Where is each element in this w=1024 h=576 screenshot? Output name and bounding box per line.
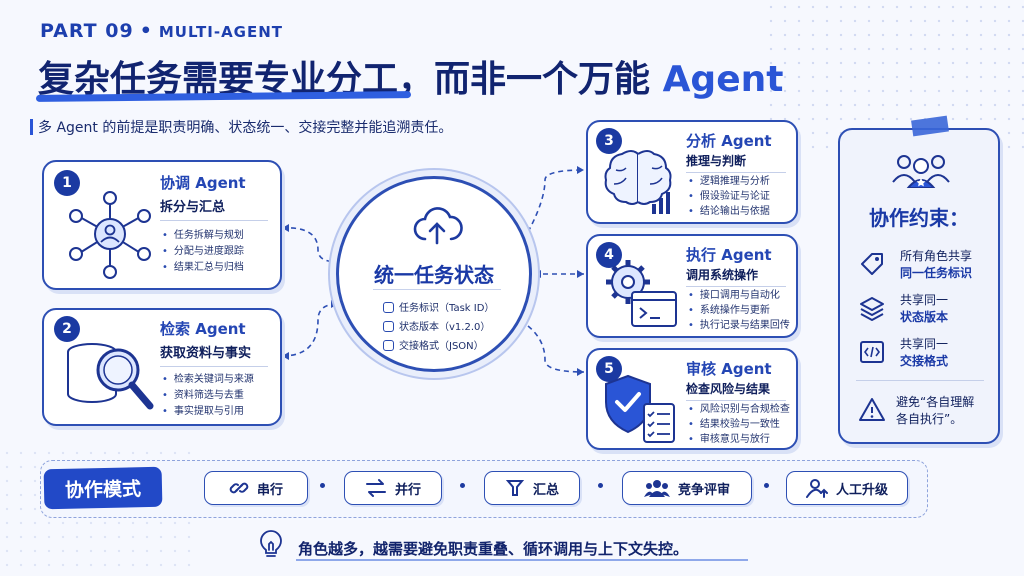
- shield-checklist-icon: [605, 374, 675, 443]
- kicker-topic: MULTI-AGENT: [158, 23, 284, 41]
- gear-terminal-icon: [606, 260, 677, 327]
- agent-number: 4: [596, 242, 622, 268]
- list-item: 结论输出与依据: [688, 204, 770, 219]
- list-item: 分配与进度跟踪: [162, 244, 244, 260]
- code-icon: [860, 341, 884, 363]
- footer-tip: 角色越多，越需要避免职责重叠、循环调用与上下文失控。: [298, 540, 689, 558]
- mode-label: 并行: [394, 482, 421, 498]
- agent-number: 5: [596, 356, 622, 382]
- network-hub-icon: [69, 191, 151, 279]
- agent-subtitle: 调用系统操作: [686, 268, 759, 282]
- lightbulb-icon: [260, 530, 282, 557]
- layers-icon: [860, 297, 884, 321]
- swap-arrows-icon: [365, 479, 386, 497]
- team-icon: [892, 155, 950, 188]
- warning-icon: [859, 398, 885, 421]
- mode-merge-button[interactable]: 汇总: [484, 471, 580, 505]
- link-icon: [229, 482, 249, 494]
- connector-agent5: [527, 325, 585, 373]
- center-title: 统一任务状态: [374, 263, 494, 287]
- background-dots-top: [764, 0, 1024, 150]
- mode-label: 汇总: [532, 482, 559, 498]
- kicker-part: PART 09: [40, 20, 134, 42]
- agent-title: 执行 Agent: [686, 246, 772, 264]
- shield-icon: [383, 321, 394, 332]
- agent-bullets: 逻辑推理与分析 假设验证与论证 结论输出与依据: [688, 174, 770, 219]
- agent-card-retrieval[interactable]: 2 检索 Agent 获取资料与事实 检索关键词与来源 资料筛选与去重 事实提取…: [42, 308, 282, 426]
- cloud-upload-icon: [413, 207, 463, 245]
- list-item: 资料筛选与去重: [162, 388, 254, 404]
- constraint-shared-id: 所有角色共享 同一任务标识: [900, 249, 973, 280]
- agent-card-review[interactable]: 5 审核 Agent 检查风险与结果 风险识别与合规检查 结果校验与一致性 审核…: [586, 348, 798, 450]
- center-item-task-id: 任务标识（Task ID）: [383, 299, 494, 314]
- footer-underline: [296, 559, 748, 561]
- connector-agent2: [281, 303, 339, 357]
- connector-agent1: [281, 227, 339, 263]
- list-item: 假设验证与论证: [688, 189, 770, 204]
- group-icon: [643, 480, 670, 497]
- mode-label: 人工升级: [835, 482, 888, 498]
- agent-bullets: 任务拆解与规划 分配与进度跟踪 结果汇总与归档: [162, 228, 244, 276]
- list-item: 任务拆解与规划: [162, 228, 244, 244]
- kicker: PART 09• MULTI-AGENT: [40, 20, 283, 42]
- agent-number: 2: [54, 316, 80, 342]
- center-item-version: 状态版本（v1.2.0）: [383, 318, 490, 333]
- list-item: 审核意见与放行: [688, 432, 790, 447]
- list-item: 逻辑推理与分析: [688, 174, 770, 189]
- connector-agent3: [527, 169, 585, 233]
- constraint-warning: 避免“各自理解 各自执行”。: [896, 395, 975, 426]
- brain-chart-icon: [604, 150, 672, 214]
- agent-number: 3: [596, 128, 622, 154]
- list-item: 结果汇总与归档: [162, 260, 244, 276]
- list-item: 检索关键词与来源: [162, 372, 254, 388]
- tag-icon: [861, 253, 883, 275]
- agent-bullets: 接口调用与自动化 系统操作与更新 执行记录与结果回传: [688, 288, 790, 333]
- id-icon: [383, 302, 394, 313]
- agent-title: 协调 Agent: [160, 174, 246, 192]
- merge-icon: [505, 480, 525, 496]
- list-item: 结果校验与一致性: [688, 417, 790, 432]
- list-item: 事实提取与引用: [162, 404, 254, 420]
- mode-parallel-button[interactable]: 并行: [344, 471, 442, 505]
- agent-bullets: 检索关键词与来源 资料筛选与去重 事实提取与引用: [162, 372, 254, 420]
- kicker-dot: •: [139, 20, 153, 42]
- list-item: 系统操作与更新: [688, 303, 790, 318]
- constraint-shared-version: 共享同一 状态版本: [900, 293, 949, 324]
- list-item: 接口调用与自动化: [688, 288, 790, 303]
- page-subtitle: 多 Agent 的前提是职责明确、状态统一、交接完整并能追溯责任。: [29, 117, 452, 137]
- agent-number: 1: [54, 170, 80, 196]
- mode-label: 竞争评审: [677, 482, 730, 498]
- constraint-shared-format: 共享同一 交接格式: [900, 337, 949, 368]
- agent-title: 分析 Agent: [686, 132, 772, 150]
- mode-label: 串行: [256, 482, 283, 498]
- mode-human-escalation-button[interactable]: 人工升级: [786, 471, 908, 505]
- modes-label: 协作模式: [43, 466, 163, 510]
- agent-card-analysis[interactable]: 3 分析 Agent 推理与判断 逻辑推理与分析 假设验证与论证 结论输出与依据: [586, 120, 798, 224]
- agent-card-execution[interactable]: 4 执行 Agent 调用系统操作 接口调用与自动化 系统操作与更新 执行记录与…: [586, 234, 798, 338]
- user-up-icon: [805, 479, 828, 498]
- agent-title: 审核 Agent: [686, 360, 772, 378]
- agent-subtitle: 推理与判断: [686, 154, 747, 168]
- constraints-title: 协作约束：: [869, 206, 969, 230]
- agent-subtitle: 拆分与汇总: [160, 200, 226, 215]
- agent-bullets: 风险识别与合规检查 结果校验与一致性 审核意见与放行: [688, 402, 790, 447]
- list-item: 风险识别与合规检查: [688, 402, 790, 417]
- agent-subtitle: 获取资料与事实: [160, 346, 252, 361]
- agent-card-coordinator[interactable]: 1 协调 Agent 拆分与汇总 任务拆解与规划 分配与进度跟踪 结果汇总与归档: [42, 160, 282, 290]
- mode-serial-button[interactable]: 串行: [204, 471, 308, 505]
- list-item: 执行记录与结果回传: [688, 318, 790, 333]
- constraints-panel: 协作约束： 所有角色共享 同一任务标识 共享同一 状态版本 共享同一 交接格式 …: [838, 128, 1000, 444]
- document-icon: [383, 340, 394, 351]
- center-item-format: 交接格式（JSON）: [383, 337, 484, 352]
- agent-subtitle: 检查风险与结果: [686, 382, 771, 396]
- page-title-accent: Agent: [662, 59, 784, 100]
- database-search-icon: [67, 343, 154, 410]
- agent-title: 检索 Agent: [160, 320, 246, 338]
- unified-task-state[interactable]: 统一任务状态 任务标识（Task ID） 状态版本（v1.2.0） 交接格式（J…: [336, 176, 532, 372]
- mode-competitive-review-button[interactable]: 竞争评审: [622, 471, 752, 505]
